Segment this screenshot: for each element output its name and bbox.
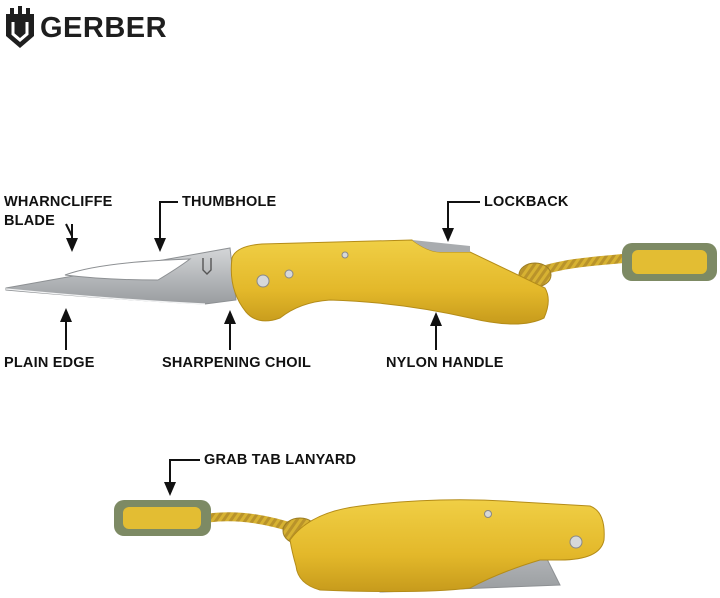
open-knife xyxy=(5,239,717,325)
label-plain-edge: PLAIN EDGE xyxy=(4,355,95,371)
arrow-lockback xyxy=(442,201,480,242)
label-lockback: LOCKBACK xyxy=(484,194,569,210)
gerber-shield-icon xyxy=(6,6,34,48)
gerber-logo: GERBER xyxy=(4,6,167,50)
arrow-thumbhole xyxy=(154,201,178,252)
arrow-sharpening-choil xyxy=(224,310,236,350)
label-sharpening-choil: SHARPENING CHOIL xyxy=(162,355,312,371)
arrow-plain-edge xyxy=(60,308,72,350)
arrow-nylon-handle xyxy=(430,312,442,350)
brand-name: GERBER xyxy=(40,11,168,44)
handle xyxy=(230,239,549,325)
arrow-grab-tab-lanyard xyxy=(164,459,200,496)
closed-handle xyxy=(289,499,605,593)
arrow-wharncliffe-blade xyxy=(65,223,78,252)
closed-knife xyxy=(114,499,605,593)
label-thumbhole: THUMBHOLE xyxy=(182,194,277,210)
thumbhole-cutout xyxy=(64,258,192,281)
callout-arrows xyxy=(60,201,480,496)
label-nylon-handle: NYLON HANDLE xyxy=(386,355,504,371)
label-grab-tab-lanyard: GRAB TAB LANYARD xyxy=(204,452,357,468)
lockback-bar xyxy=(412,240,470,252)
label-wharncliffe-blade: WHARNCLIFFE BLADE xyxy=(4,194,113,229)
